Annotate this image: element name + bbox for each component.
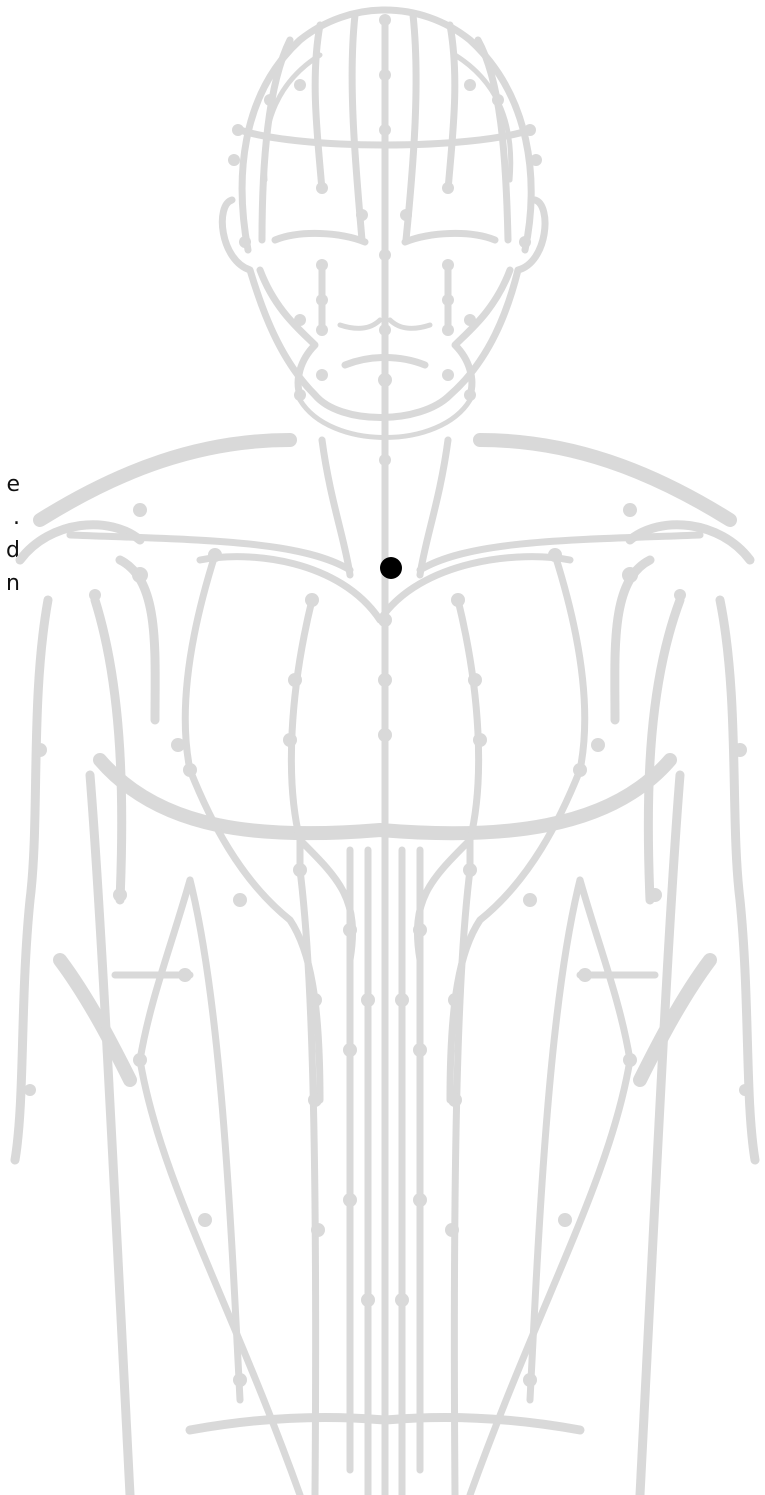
highlight-point <box>380 557 402 579</box>
